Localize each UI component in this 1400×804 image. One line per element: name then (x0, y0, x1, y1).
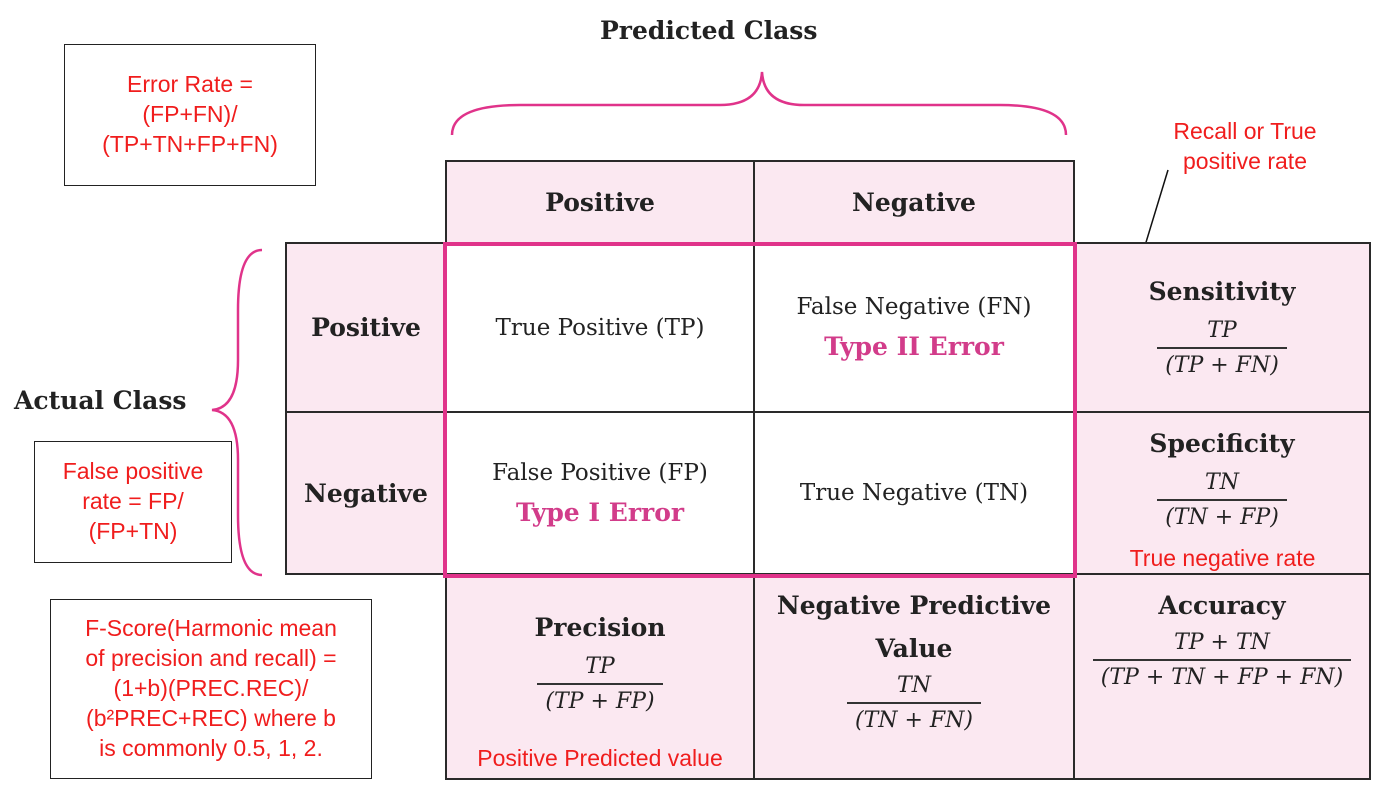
error-rate-note: Error Rate = (FP+FN)/ (TP+TN+FP+FN) (64, 44, 316, 186)
precision-denominator: (TP + FP) (537, 683, 663, 714)
specificity-numerator: TN (1205, 470, 1239, 495)
cell-sensitivity: Sensitivity TP (TP + FN) (1073, 242, 1371, 413)
type-ii-error-label: Type II Error (824, 332, 1004, 361)
col-header-negative-label: Negative (852, 187, 976, 217)
f-score-note: F-Score(Harmonic mean of precision and r… (50, 599, 372, 779)
error-rate-text: Error Rate = (FP+FN)/ (TP+TN+FP+FN) (102, 70, 278, 160)
accuracy-formula: TP + TN (TP + TN + FP + FN) (1092, 630, 1352, 690)
actual-class-title: Actual Class (14, 386, 187, 415)
row-header-positive-label: Positive (311, 313, 421, 342)
accuracy-numerator: TP + TN (1174, 630, 1270, 655)
f-score-line: F-Score(Harmonic mean (85, 615, 337, 642)
f-score-line: (b²PREC+REC) where b (86, 704, 336, 731)
npv-title-line2: Value (875, 634, 953, 663)
type-i-error-label: Type I Error (515, 497, 685, 527)
precision-numerator: TP (585, 654, 615, 679)
f-score-line: of precision and recall) = (85, 645, 337, 672)
false-positive-rate-text: False positive rate = FP/ (FP+TN) (63, 457, 204, 547)
error-rate-line: Error Rate = (127, 71, 253, 98)
recall-line: positive rate (1182, 147, 1307, 174)
specificity-title: Specificity (1149, 429, 1295, 458)
false-positive-label: False Positive (FP) (492, 459, 708, 486)
positive-predicted-value-label: Positive Predicted value (477, 745, 723, 771)
cell-accuracy: Accuracy TP + TN (TP + TN + FP + FN) (1073, 573, 1371, 780)
row-header-positive: Positive (285, 242, 447, 413)
specificity-denominator: (TN + FP) (1157, 499, 1287, 530)
predicted-class-brace (450, 71, 1068, 136)
f-score-text: F-Score(Harmonic mean of precision and r… (85, 614, 337, 763)
accuracy-denominator: (TP + TN + FP + FN) (1092, 659, 1352, 690)
f-score-line: is commonly 0.5, 1, 2. (99, 734, 323, 761)
confusion-matrix-highlight (443, 242, 1077, 578)
true-negative-rate-label: True negative rate (1129, 545, 1316, 571)
f-score-line: (1+b)(PREC.REC)/ (113, 675, 309, 702)
col-header-positive-label: Positive (545, 187, 655, 217)
recall-label: Recall or True positive rate (1140, 117, 1350, 177)
true-positive-label: True Positive (TP) (495, 314, 705, 341)
col-header-negative: Negative (753, 160, 1075, 244)
precision-title: Precision (534, 613, 666, 642)
cell-precision: Precision TP (TP + FP) (445, 573, 755, 780)
accuracy-title: Accuracy (1158, 591, 1286, 620)
true-negative-label: True Negative (TN) (799, 480, 1029, 506)
precision-formula: TP (TP + FP) (537, 654, 663, 714)
sensitivity-title: Sensitivity (1148, 277, 1296, 306)
actual-class-brace (211, 248, 263, 577)
npv-denominator: (TN + FN) (846, 702, 982, 733)
specificity-formula: TN (TN + FP) (1157, 470, 1287, 530)
recall-line: Recall or True (1173, 118, 1317, 144)
fpr-line: (FP+TN) (88, 517, 178, 544)
fpr-line: False positive (62, 458, 204, 485)
row-header-negative: Negative (285, 411, 447, 575)
npv-title-line1: Negative Predictive (776, 591, 1052, 620)
sensitivity-denominator: (TP + FN) (1157, 347, 1287, 378)
false-positive-rate-note: False positive rate = FP/ (FP+TN) (34, 441, 232, 563)
false-negative-label: False Negative (FN) (796, 294, 1032, 320)
col-header-positive: Positive (445, 160, 755, 244)
fpr-line: rate = FP/ (82, 488, 184, 515)
predicted-class-title: Predicted Class (600, 16, 818, 45)
sensitivity-numerator: TP (1207, 318, 1237, 343)
sensitivity-formula: TP (TP + FN) (1157, 318, 1287, 378)
cell-false-negative: False Negative (FN) Type II Error (753, 242, 1075, 413)
cell-negative-predictive-value: Negative Predictive Value TN (TN + FN) (753, 573, 1075, 780)
npv-numerator: TN (897, 673, 931, 698)
row-header-negative-label: Negative (304, 478, 428, 508)
error-rate-line: (TP+TN+FP+FN) (102, 130, 278, 157)
npv-formula: TN (TN + FN) (846, 673, 982, 733)
error-rate-line: (FP+FN)/ (142, 101, 238, 128)
